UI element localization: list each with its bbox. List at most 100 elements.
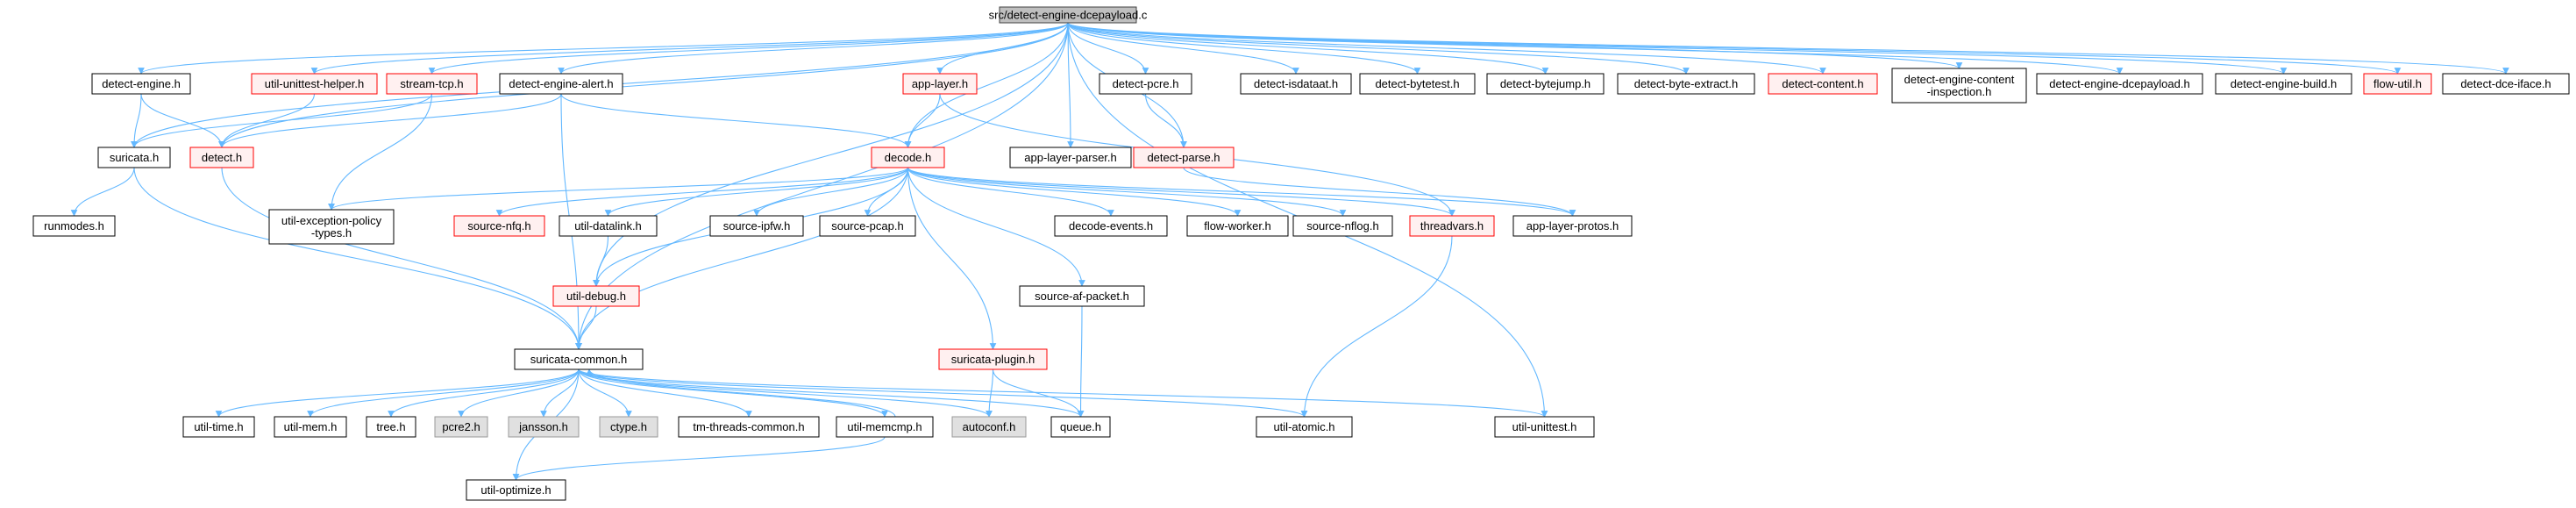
node-detect-parse[interactable]: detect-parse.h: [1133, 147, 1235, 168]
node-util-datalink[interactable]: util-datalink.h: [559, 215, 658, 237]
edge-suricata-common-to-util-memcmp: [578, 368, 888, 418]
node-util-unittest-helper[interactable]: util-unittest-helper.h: [251, 73, 378, 95]
edge-root-to-util-debug: [593, 22, 1069, 287]
edge-root-to-detect-bytejump: [1067, 22, 1549, 75]
node-app-layer-parser[interactable]: app-layer-parser.h: [1009, 147, 1132, 168]
node-suricata-plugin[interactable]: suricata-plugin.h: [938, 348, 1048, 370]
node-box: [709, 215, 804, 237]
node-detect-engine-alert[interactable]: detect-engine-alert.h: [499, 73, 623, 95]
node-app-layer[interactable]: app-layer.h: [902, 73, 978, 95]
node-detect-engine-dcepayload[interactable]: detect-engine-dcepayload.h: [2036, 73, 2203, 95]
node-label: detect-parse.h: [1147, 151, 1220, 164]
node-source-nfq[interactable]: source-nfq.h: [453, 215, 545, 237]
edge-root-to-detect-content: [1067, 22, 1826, 75]
edge-detect-to-suricata-common: [221, 167, 582, 350]
node-label: queue.h: [1060, 420, 1101, 433]
node-util-memcmp[interactable]: util-memcmp.h: [836, 416, 934, 438]
edge-suricata-common-to-util-unittest: [578, 368, 1548, 418]
node-flow-util[interactable]: flow-util.h: [2363, 73, 2432, 95]
node-label: source-ipfw.h: [723, 219, 791, 233]
node-detect-pcre[interactable]: detect-pcre.h: [1099, 73, 1192, 95]
edge-root-to-util-unittest-helper: [310, 22, 1069, 75]
node-box: [2036, 73, 2203, 95]
node-detect-byte-extract[interactable]: detect-byte-extract.h: [1617, 73, 1755, 95]
node-pcre2[interactable]: pcre2.h: [434, 416, 488, 438]
node-util-debug[interactable]: util-debug.h: [552, 285, 640, 307]
node-util-mem[interactable]: util-mem.h: [274, 416, 347, 438]
node-runmodes[interactable]: runmodes.h: [32, 215, 116, 237]
node-label: suricata.h: [110, 151, 159, 164]
node-label: stream-tcp.h: [400, 77, 463, 90]
node-label: app-layer-parser.h: [1024, 151, 1117, 164]
node-box: [999, 6, 1137, 24]
node-suricata-common[interactable]: suricata-common.h: [514, 348, 644, 370]
node-box: [599, 416, 658, 438]
node-detect-bytetest[interactable]: detect-bytetest.h: [1359, 73, 1476, 95]
node-box: [902, 73, 978, 95]
node-detect-engine[interactable]: detect-engine.h: [91, 73, 191, 95]
node-source-ipfw[interactable]: source-ipfw.h: [709, 215, 804, 237]
edge-root-to-detect: [218, 22, 1069, 148]
node-label: detect-bytejump.h: [1500, 77, 1590, 90]
node-util-unittest[interactable]: util-unittest.h: [1494, 416, 1595, 438]
node-source-nflog[interactable]: source-nflog.h: [1292, 215, 1393, 237]
edge-decode-to-util-exception-policy-types: [328, 167, 909, 211]
edge-detect-pcre-to-detect-parse: [1144, 93, 1187, 148]
node-detect[interactable]: detect.h: [189, 147, 254, 168]
edge-suricata-common-to-util-atomic: [578, 368, 1308, 418]
edge-root-to-detect-pcre: [1067, 22, 1149, 75]
node-ctype[interactable]: ctype.h: [599, 416, 658, 438]
node-tree[interactable]: tree.h: [366, 416, 416, 438]
node-suricata[interactable]: suricata.h: [97, 147, 171, 168]
edge-root-to-detect-isdataat: [1067, 22, 1299, 75]
node-detect-bytejump[interactable]: detect-bytejump.h: [1486, 73, 1605, 95]
node-jansson[interactable]: jansson.h: [508, 416, 580, 438]
node-util-time[interactable]: util-time.h: [182, 416, 255, 438]
node-decode[interactable]: decode.h: [871, 147, 945, 168]
node-label: autoconf.h: [963, 420, 1016, 433]
node-flow-worker[interactable]: flow-worker.h: [1186, 215, 1289, 237]
node-root[interactable]: src/detect-engine-dcepayload.c: [989, 6, 1148, 24]
edge-suricata-common-to-util-time: [215, 368, 580, 418]
node-box: [274, 416, 347, 438]
node-label: suricata-plugin.h: [951, 353, 1035, 366]
node-tm-threads-common[interactable]: tm-threads-common.h: [678, 416, 820, 438]
node-util-atomic[interactable]: util-atomic.h: [1256, 416, 1353, 438]
edge-suricata-to-suricata-common: [133, 167, 582, 350]
edge-util-datalink-to-util-debug: [593, 235, 609, 287]
node-box: [434, 416, 488, 438]
node-box: [366, 416, 416, 438]
node-label: tm-threads-common.h: [693, 420, 804, 433]
node-source-pcap[interactable]: source-pcap.h: [819, 215, 916, 237]
node-box: [2442, 73, 2570, 95]
node-label: pcre2.h: [442, 420, 480, 433]
node-threadvars[interactable]: threadvars.h: [1409, 215, 1495, 237]
node-source-af-packet[interactable]: source-af-packet.h: [1019, 285, 1145, 307]
node-box: [91, 73, 191, 95]
node-decode-events[interactable]: decode-events.h: [1054, 215, 1168, 237]
node-detect-engine-build[interactable]: detect-engine-build.h: [2215, 73, 2352, 95]
edge-suricata-common-to-jansson: [540, 368, 580, 418]
node-util-optimize[interactable]: util-optimize.h: [466, 479, 566, 501]
node-queue[interactable]: queue.h: [1050, 416, 1111, 438]
node-detect-engine-content-inspection[interactable]: detect-engine-content-inspection.h: [1891, 68, 2027, 104]
node-detect-content[interactable]: detect-content.h: [1768, 73, 1878, 95]
edge-root-to-detect-byte-extract: [1067, 22, 1690, 75]
node-detect-isdataat[interactable]: detect-isdataat.h: [1240, 73, 1352, 95]
node-box: [466, 479, 566, 501]
node-detect-dce-iface[interactable]: detect-dce-iface.h: [2442, 73, 2570, 95]
node-label: detect-engine-build.h: [2231, 77, 2337, 90]
node-label: util-optimize.h: [480, 483, 551, 497]
node-util-exception-policy-types[interactable]: util-exception-policy-types.h: [268, 209, 395, 245]
node-stream-tcp[interactable]: stream-tcp.h: [386, 73, 478, 95]
node-box: [1486, 73, 1605, 95]
node-app-layer-protos[interactable]: app-layer-protos.h: [1512, 215, 1633, 237]
edge-util-debug-to-suricata-common: [575, 305, 597, 350]
node-box: [97, 147, 171, 168]
node-box: [1409, 215, 1495, 237]
node-label: app-layer.h: [912, 77, 968, 90]
node-label: detect-pcre.h: [1113, 77, 1179, 90]
node-label: detect-byte-extract.h: [1634, 77, 1739, 90]
node-autoconf[interactable]: autoconf.h: [951, 416, 1027, 438]
